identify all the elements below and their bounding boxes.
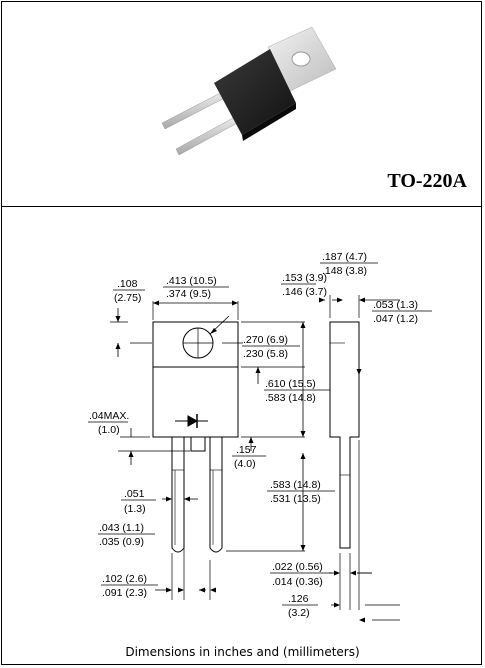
dim-pitch-max: .102 (2.6) <box>102 573 147 585</box>
dim-body-height-max: .610 (15.5) <box>265 378 316 390</box>
dim-lead-width-min: .035 (0.9) <box>99 536 144 548</box>
package-label: TO-220A <box>387 170 467 192</box>
dim-lead-shoulder-mm: (1.3) <box>124 503 146 515</box>
dim-body-width-max: .413 (10.5) <box>166 275 217 287</box>
dim-pitch-min: .091 (2.3) <box>102 587 147 599</box>
front-body-outline <box>152 366 239 438</box>
dim-lead-shoulder-in: .051 <box>124 488 145 500</box>
dim-hole-center-min: .230 (5.8) <box>243 348 288 360</box>
dim-hole-center-max: .270 (6.9) <box>243 334 288 346</box>
dim-lead-offset-mm: (3.2) <box>288 607 310 619</box>
dim-standoff-max: .04MAX. <box>89 410 129 422</box>
lead-left <box>171 437 185 553</box>
dim-lead-thick-max: .022 (0.56) <box>272 561 323 573</box>
dim-body-width-min: .374 (9.5) <box>166 288 211 300</box>
dim-pin-spacing-mm: (4.0) <box>234 458 256 470</box>
component-photo <box>161 26 337 156</box>
lead-right <box>209 437 223 553</box>
dim-lead-length-max: .583 (14.8) <box>270 479 321 491</box>
dim-tab-offset-min: (2.75) <box>114 292 141 304</box>
dim-lead-length-min: .531 (13.5) <box>270 493 321 505</box>
dim-hole-dia-max: .153 (3.9) <box>282 272 327 284</box>
dim-pin-spacing-in: .157 <box>236 444 257 456</box>
dim-total-thick-max: .187 (4.7) <box>322 251 367 263</box>
dim-tab-thick-max: .053 (1.3) <box>373 299 418 311</box>
dim-lead-thick-min: .014 (0.36) <box>272 576 323 588</box>
side-view-outline <box>329 321 360 549</box>
dim-body-height-min: .583 (14.8) <box>265 392 316 404</box>
dim-hole-dia-min: .146 (3.7) <box>282 286 327 298</box>
section-divider <box>1 206 482 207</box>
dim-lead-width-max: .043 (1.1) <box>99 522 144 534</box>
dim-total-thick-min: .148 (3.8) <box>322 265 367 277</box>
dimensions-caption: Dimensions in inches and (millimeters) <box>125 645 360 659</box>
dim-tab-offset-max: .108 <box>117 278 138 290</box>
front-tab-outline <box>152 321 239 368</box>
dim-tab-thick-min: .047 (1.2) <box>373 313 418 325</box>
dim-lead-offset-in: .126 <box>288 593 309 605</box>
dim-standoff-min: (1.0) <box>98 424 120 436</box>
